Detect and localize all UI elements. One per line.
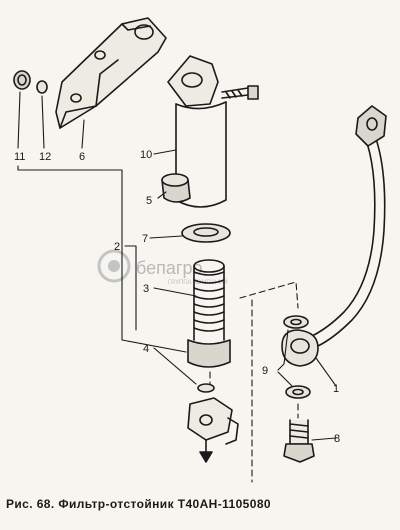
callout-7: 7 (142, 233, 148, 245)
callout-9: 9 (262, 365, 268, 377)
callout-11: 11 (14, 151, 25, 163)
callout-12: 12 (39, 151, 51, 163)
watermark: бепагро ГРУППА КОМПАНИЙ (97, 249, 228, 286)
part-4-washer (197, 383, 215, 393)
leader-lines (17, 91, 337, 441)
part-8-bolt (283, 419, 315, 463)
callout-labels: 11 12 6 10 5 7 2 3 4 9 1 8 (14, 149, 340, 445)
part-1-banjo (281, 329, 319, 367)
part-3-filter-element (187, 259, 231, 368)
part-6-bracket (55, 17, 167, 129)
callout-5: 5 (146, 195, 152, 207)
watermark-logo-icon (97, 249, 131, 283)
drain-cock (187, 397, 239, 463)
callout-1: 1 (333, 383, 339, 395)
callout-3: 3 (143, 283, 149, 295)
callout-10: 10 (140, 149, 152, 161)
part-9-washers (283, 315, 311, 399)
assembly-dashed-lines (209, 281, 299, 483)
fuel-pipe (311, 105, 387, 347)
figure-caption: Рис. 68. Фильтр-отстойник Т40АН-1105080 (6, 497, 271, 511)
watermark-brand: бепагро (136, 258, 202, 278)
callout-2: 2 (114, 241, 120, 253)
callout-4: 4 (143, 343, 149, 355)
callout-6: 6 (79, 151, 85, 163)
watermark-logo-dot (108, 260, 120, 272)
part-12-washer (36, 80, 48, 94)
part-bolt (221, 85, 259, 100)
part-7-gasket (181, 223, 231, 243)
callout-8: 8 (334, 433, 340, 445)
part-11-plug (13, 70, 31, 90)
part-5-insert (161, 173, 191, 203)
flow-arrow-icon (199, 451, 213, 463)
